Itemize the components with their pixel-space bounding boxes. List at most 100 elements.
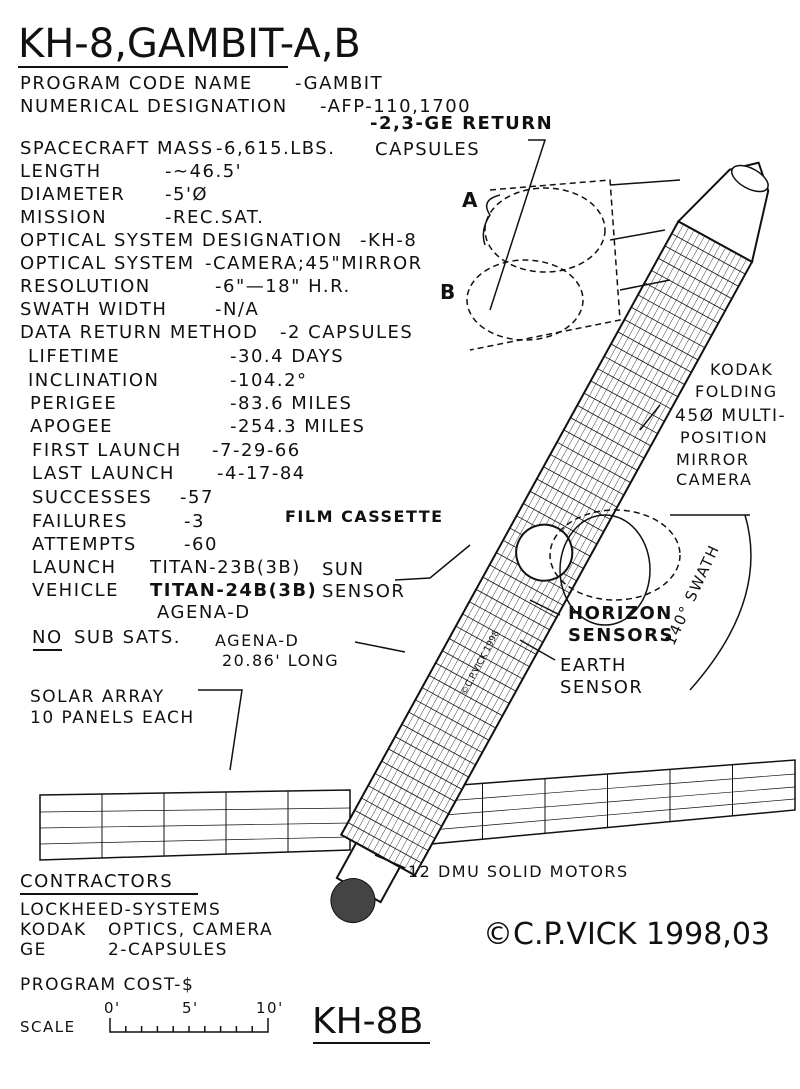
spec-value: -REC.SAT. — [165, 207, 265, 228]
spec-value: -104.2° — [230, 370, 308, 391]
spec-value: -3 — [184, 511, 205, 532]
copyright: ©C.P.VICK 1998,03 — [483, 917, 771, 952]
spec-label: VEHICLE — [32, 580, 119, 601]
kodak-line: KODAK — [710, 360, 774, 379]
contractor-kodak: KODAK OPTICS, CAMERA — [20, 920, 272, 940]
film-cassette-label: FILM CASSETTE — [285, 507, 444, 526]
hatch-line — [351, 227, 690, 841]
spec-label: SWATH WIDTH — [20, 299, 168, 320]
spec-value: -4-17-84 — [217, 463, 306, 484]
spec-row: PROGRAM CODE NAME -GAMBIT — [20, 74, 580, 96]
spec-value: -5'Ø — [165, 184, 209, 205]
program-cost: PROGRAM COST-$ — [20, 975, 195, 995]
spec-label: OPTICAL SYSTEM — [20, 253, 195, 274]
spec-row: RESOLUTION -6"—18" H.R. — [20, 277, 580, 299]
contractor-name: KODAK — [20, 920, 87, 940]
camera-mirror-outline — [549, 509, 752, 691]
kodak-line: FOLDING — [695, 382, 778, 401]
spec-label: DATA RETURN METHOD — [20, 322, 259, 343]
spec-value: -AFP-110,1700 — [320, 96, 472, 117]
hatch-line — [409, 258, 747, 873]
capsule-b-label: B — [440, 280, 457, 304]
spec-label: FAILURES — [32, 511, 128, 532]
spec-label: PROGRAM CODE NAME — [20, 73, 253, 94]
spec-label: LIFETIME — [28, 346, 121, 367]
hatch-line — [346, 224, 684, 838]
leader-lines — [198, 139, 681, 869]
spec-row: SPACECRAFT MASS-6,615.LBS. — [20, 139, 580, 161]
spec-label: MISSION — [20, 207, 108, 228]
spec-value: TITAN-23B(3B) — [150, 557, 301, 578]
spec-value: -7-29-66 — [212, 440, 301, 461]
kodak-line: POSITION — [680, 428, 769, 447]
spec-value: -GAMBIT — [295, 73, 384, 94]
earth-sensor-label: SENSOR — [560, 677, 644, 698]
spec-label: LAST LAUNCH — [32, 463, 175, 484]
contractor-ge: GE 2-CAPSULES — [20, 940, 226, 960]
kodak-line: 45Ø MULTI- — [675, 406, 787, 426]
spec-label: NUMERICAL DESIGNATION — [20, 96, 288, 117]
page-title: KH-8,GAMBIT-A,B — [18, 21, 361, 67]
spec-label: APOGEE — [30, 416, 114, 437]
horizon-sensors-label: HORIZON — [568, 603, 673, 624]
spec-row: VEHICLE TITAN-24B(3B) — [32, 581, 592, 603]
spec-value: -KH-8 — [360, 230, 418, 251]
contractor-lockheed: LOCKHEED-SYSTEMS — [20, 900, 221, 920]
scale-label: SCALE — [20, 1018, 76, 1036]
spacecraft-body — [330, 161, 770, 924]
spec-value: -CAMERA;45"MIRROR — [205, 253, 423, 274]
spec-value: -30.4 DAYS — [230, 346, 345, 367]
contractor-name: LOCKHEED — [20, 900, 125, 920]
scale-tick-label: 10' — [256, 999, 284, 1017]
spec-row: OPTICAL SYSTEM -CAMERA;45"MIRROR — [20, 254, 580, 276]
horizon-sensors-label: SENSORS — [568, 625, 674, 646]
ge-return-label: -2,3-GE RETURN — [370, 113, 554, 134]
contractor-role: 2-CAPSULES — [108, 940, 228, 960]
scale-tick-label: 0' — [104, 999, 121, 1017]
sun-sensor-label: SUN — [322, 559, 365, 580]
spec-value: -N/A — [215, 299, 260, 320]
spec-row: AGENA-D — [32, 603, 592, 625]
spec-row: LAUNCH TITAN-23B(3B) — [32, 558, 592, 580]
spec-value: -~46.5' — [165, 161, 243, 182]
spec-row: ATTEMPTS-60 — [32, 535, 592, 557]
capsule-a-label: A — [462, 188, 479, 212]
spec-label: NO — [32, 627, 63, 648]
spec-row: NUMERICAL DESIGNATION -AFP-110,1700 — [20, 97, 580, 119]
return-capsules-outline — [466, 179, 621, 351]
spec-value: -83.6 MILES — [230, 393, 353, 414]
hatch-line — [404, 255, 742, 870]
spec-label: PERIGEE — [30, 393, 118, 414]
dmu-motors-label: 12 DMU SOLID MOTORS — [408, 862, 629, 881]
kodak-line: MIRROR — [676, 450, 750, 469]
contractor-role: -SYSTEMS — [124, 900, 222, 920]
spec-value: TITAN-24B(3B) — [150, 580, 318, 601]
spec-value: -57 — [180, 487, 214, 508]
spec-label: INCLINATION — [28, 370, 160, 391]
earth-sensor-label: EARTH — [560, 655, 627, 676]
solar-array — [39, 759, 796, 861]
spec-row: DIAMETER-5'Ø — [20, 185, 580, 207]
agena-label: AGENA-D — [215, 631, 300, 650]
spec-value: AGENA-D — [157, 602, 251, 623]
capsules-label: CAPSULES — [375, 139, 481, 160]
contractor-role: OPTICS, CAMERA — [108, 920, 274, 940]
scale-tick-label: 5' — [182, 999, 199, 1017]
spec-value: -2 CAPSULES — [280, 322, 414, 343]
spec-row: LENGTH-~46.5' — [20, 162, 580, 184]
spec-row: MISSION -REC.SAT. — [20, 208, 580, 230]
spec-row: NO SUB SATS. — [32, 628, 592, 650]
sun-sensor-label: SENSOR — [322, 581, 406, 602]
kodak-line: CAMERA — [676, 470, 753, 489]
spec-value: -6"—18" H.R. — [215, 276, 351, 297]
spec-label: RESOLUTION — [20, 276, 151, 297]
spec-value: SUB SATS. — [74, 627, 181, 648]
spec-label: OPTICAL SYSTEM DESIGNATION — [20, 230, 343, 251]
contractors-heading: CONTRACTORS — [20, 871, 174, 892]
spec-label: ATTEMPTS — [32, 534, 137, 555]
spec-row: SUCCESSES-57 — [32, 488, 592, 510]
contractor-name: GE — [20, 940, 47, 960]
spec-label: LAUNCH — [32, 557, 117, 578]
model-label: KH-8B — [312, 1001, 424, 1042]
